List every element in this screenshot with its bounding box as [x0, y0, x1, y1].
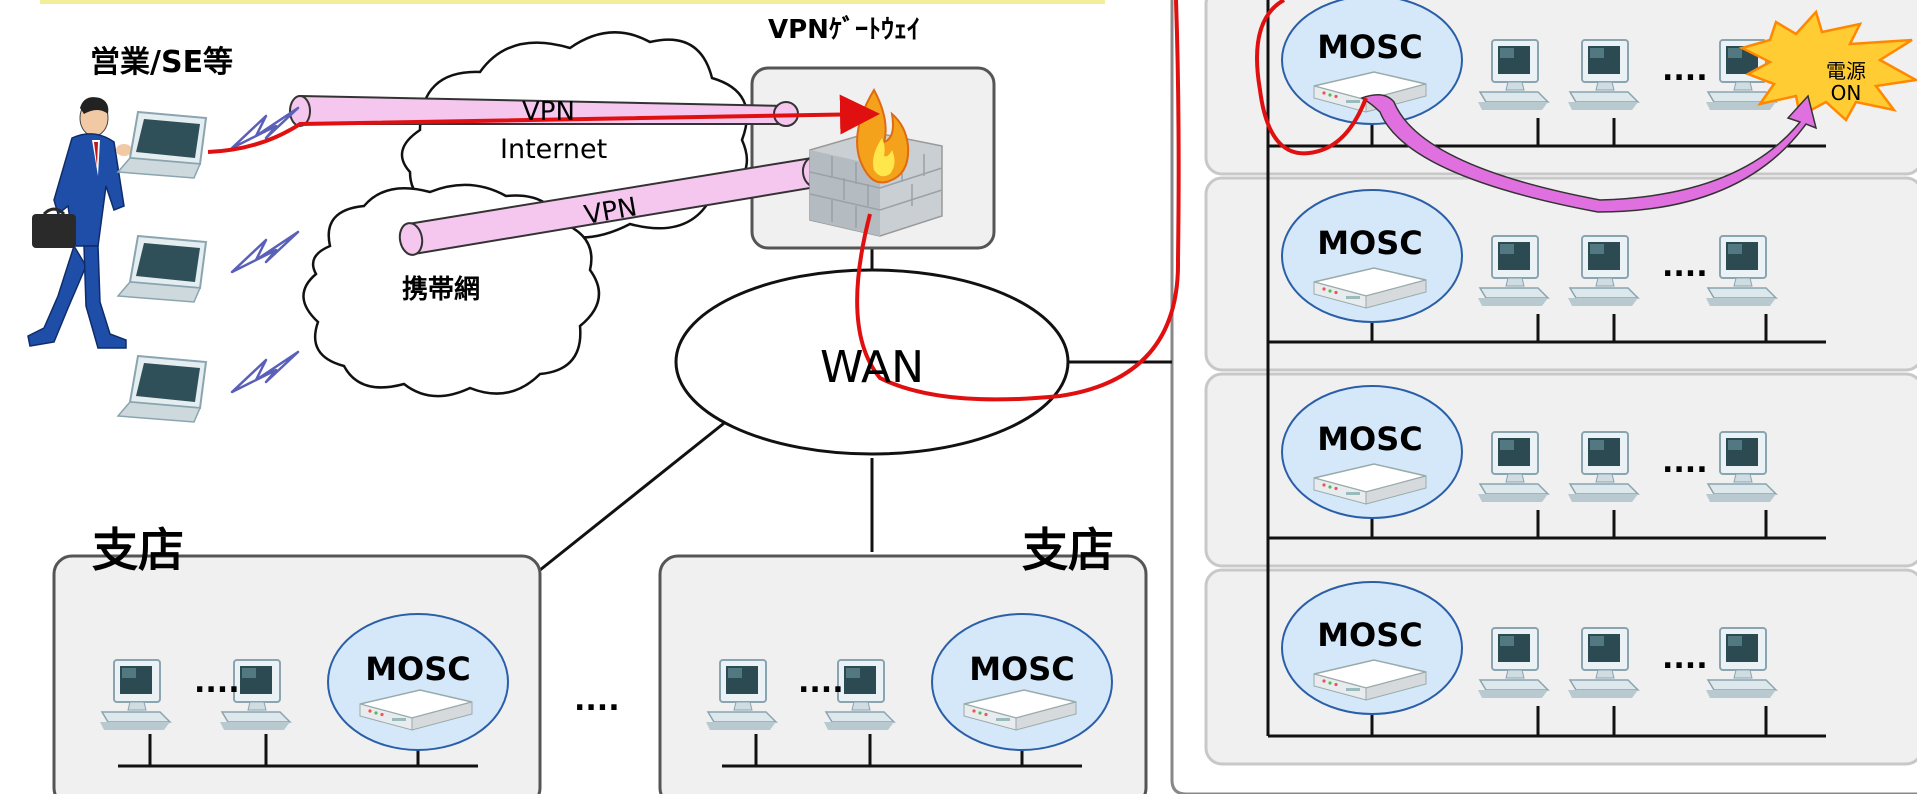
laptop-icon — [117, 235, 207, 303]
ellipsis-label: .... — [1662, 641, 1708, 676]
wan-to-branch-left-line — [539, 418, 729, 572]
mosc-label: MOSC — [365, 650, 471, 688]
ellipsis-label: .... — [798, 665, 844, 700]
wan-cloud — [674, 268, 1070, 456]
wireless-signal-icon — [230, 350, 300, 394]
mosc-label: MOSC — [1317, 420, 1423, 458]
wan-label: WAN — [820, 342, 924, 393]
mosc-label: MOSC — [969, 650, 1075, 688]
power-on-label-line2: ON — [1831, 81, 1862, 105]
power-on-label-line1: 電源 — [1826, 59, 1866, 83]
ellipsis-label: .... — [194, 665, 240, 700]
cloud-icon — [302, 183, 601, 398]
internet-label: Internet — [500, 134, 607, 165]
laptop-icon — [117, 111, 207, 179]
vpn-route-to-mosc — [855, 0, 1368, 402]
laptop-icon — [117, 355, 207, 423]
vpn-route-arrow — [207, 94, 880, 154]
firewall-icon — [809, 87, 943, 237]
ellipsis-label: .... — [574, 683, 620, 718]
vpn-upper-label: VPN — [522, 97, 575, 127]
mobile-network-label: 携帯網 — [402, 274, 480, 305]
power-burst-icon — [1738, 9, 1917, 122]
ellipsis-label: .... — [1662, 53, 1708, 88]
ellipsis-label: .... — [1662, 445, 1708, 480]
mosc-label: MOSC — [1317, 28, 1423, 66]
person-icon — [27, 97, 132, 349]
mosc-label: MOSC — [1317, 224, 1423, 262]
header-strip — [40, 0, 1105, 4]
sales-label: 営業/SE等 — [90, 45, 233, 80]
branch-left-title: 支店 — [92, 523, 184, 577]
gateway-label: VPNｹﾞｰﾄｳｪｲ — [768, 14, 920, 45]
mosc-label: MOSC — [1317, 616, 1423, 654]
wake-signal-arrow — [1360, 94, 1818, 213]
wireless-signal-icon — [230, 230, 300, 274]
ellipsis-label: .... — [1662, 249, 1708, 284]
branch-right-title: 支店 — [1022, 523, 1114, 577]
